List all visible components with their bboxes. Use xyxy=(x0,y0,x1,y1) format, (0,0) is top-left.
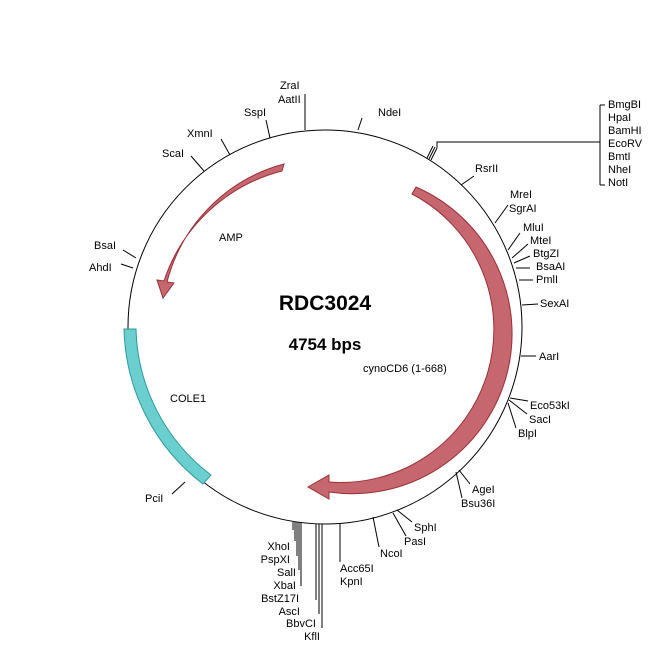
site-label-bamhi: BamHI xyxy=(608,125,642,137)
site-label-kpni: KpnI xyxy=(340,576,363,588)
site-label-sexai: SexAI xyxy=(540,298,569,310)
site-label-ecorv: EcoRV xyxy=(608,138,643,150)
site-label-pcii: PciI xyxy=(145,493,163,505)
site-label-ndei: NdeI xyxy=(378,107,401,119)
site-label-bbvci: BbvCI xyxy=(286,618,316,630)
site-label-bmgbi: BmgBI xyxy=(608,99,641,111)
site-label-zrai: ZraI xyxy=(280,80,300,92)
site-label-asci: AscI xyxy=(279,606,300,618)
site-label-bsai: BsaI xyxy=(94,240,116,252)
site-label-bstz17i: BstZ17I xyxy=(261,593,299,605)
feature-label-cole1: COLE1 xyxy=(170,393,206,405)
site-label-mtei: MteI xyxy=(530,235,551,247)
feature-cole1[interactable] xyxy=(123,328,212,485)
plasmid-name: RDC3024 xyxy=(279,292,372,315)
site-label-pasi: PasI xyxy=(404,536,426,548)
site-label-eco53ki: Eco53kI xyxy=(530,400,570,412)
site-label-sphi: SphI xyxy=(414,522,437,534)
site-label-mrei: MreI xyxy=(510,189,532,201)
site-label-xmni: XmnI xyxy=(187,128,213,140)
site-label-ncoi: NcoI xyxy=(380,548,403,560)
backbone-circle xyxy=(127,129,523,525)
site-label-xbai: XbaI xyxy=(273,580,296,592)
site-label-nhei: NheI xyxy=(608,164,631,176)
site-label-bsu36i: Bsu36I xyxy=(461,498,495,510)
site-label-bmti: BmtI xyxy=(608,151,631,163)
site-label-blpi: BlpI xyxy=(518,428,537,440)
plasmid-length: 4754 bps xyxy=(289,335,362,354)
site-label-btgzi: BtgZI xyxy=(533,248,559,260)
site-label-aatii: AatII xyxy=(278,94,301,106)
site-label-pspxi: PspXI xyxy=(261,554,290,566)
site-ticks xyxy=(120,94,605,628)
site-label-sgrai: SgrAI xyxy=(509,203,537,215)
site-label-aari: AarI xyxy=(539,351,559,363)
site-label-pmli: PmlI xyxy=(536,274,558,286)
site-label-scai: ScaI xyxy=(162,148,184,160)
feature-cynocd6[interactable] xyxy=(306,186,513,500)
site-label-saci: SacI xyxy=(529,414,551,426)
site-label-noti: NotI xyxy=(608,177,628,189)
feature-label-cynocd6: cynoCD6 (1-668) xyxy=(363,363,447,375)
site-label-rsrii: RsrII xyxy=(475,163,498,175)
site-label-ahdi: AhdI xyxy=(89,262,112,274)
site-label-xhoi: XhoI xyxy=(267,541,290,553)
feature-amp[interactable] xyxy=(156,163,285,300)
site-label-agei: AgeI xyxy=(472,484,495,496)
site-label-sspi: SspI xyxy=(244,107,266,119)
site-label-bsaai: BsaAI xyxy=(536,261,565,273)
site-label-mlui: MluI xyxy=(523,222,544,234)
site-label-hpai: HpaI xyxy=(608,112,631,124)
site-label-sali: SalI xyxy=(277,567,296,579)
site-label-kfli: KflI xyxy=(304,631,320,643)
feature-label-amp: AMP xyxy=(219,232,243,244)
site-label-acc65i: Acc65I xyxy=(340,563,374,575)
